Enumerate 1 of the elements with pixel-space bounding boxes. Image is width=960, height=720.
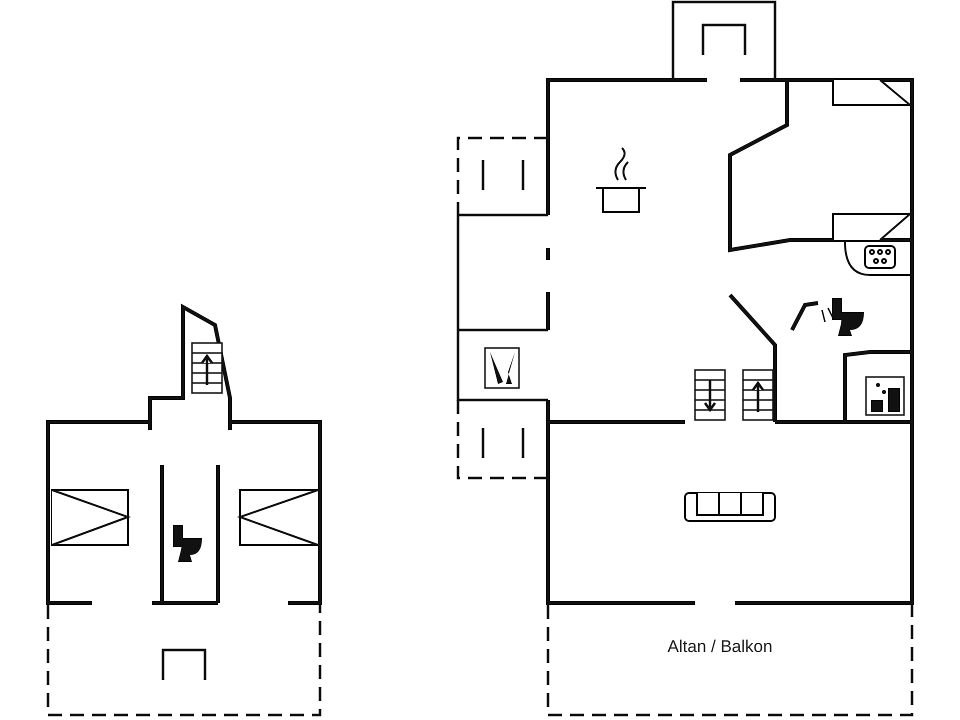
room-label: Altan / Balkon <box>666 636 774 658</box>
